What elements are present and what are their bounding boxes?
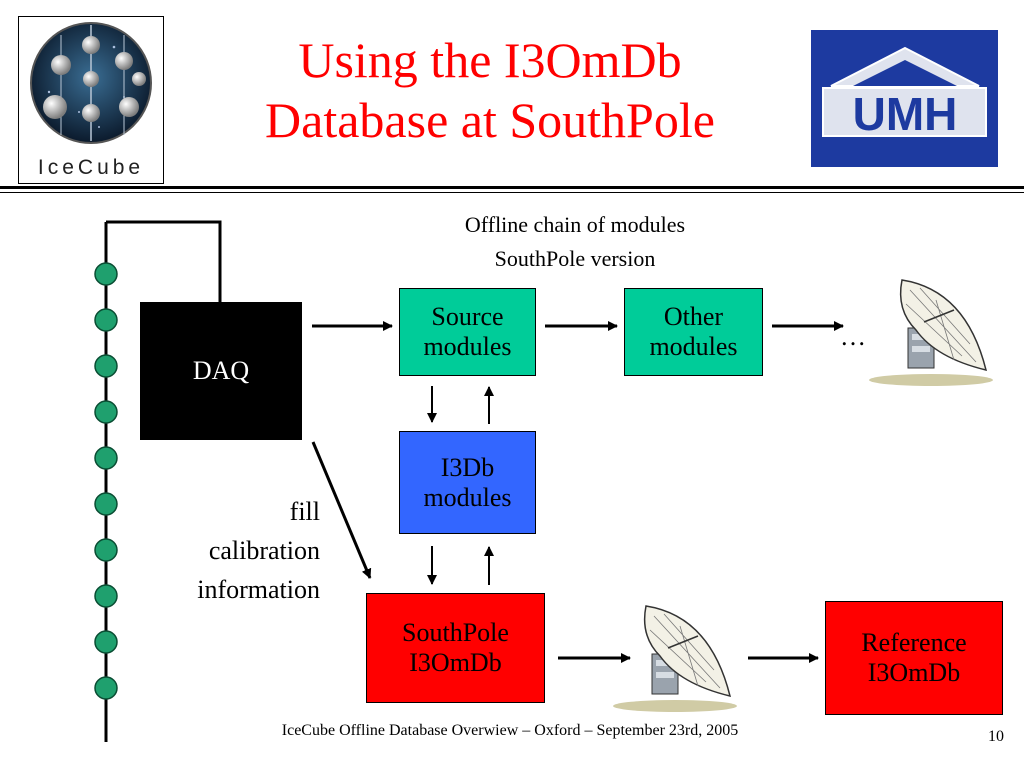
i3db-modules-box: I3Db modules [399, 431, 536, 534]
optical-module-icon [94, 354, 118, 378]
arrow-daq-fill-southpole [311, 441, 372, 579]
icecube-logo-icon: IceCube [30, 22, 152, 179]
fill-label-line-3: information [197, 575, 320, 604]
title-line-1: Using the I3OmDb [298, 32, 682, 88]
optical-module-icon [94, 400, 118, 424]
source-label-line-2: modules [423, 332, 512, 361]
header-rule-thin [0, 192, 1024, 193]
fill-label-line-1: fill [289, 497, 320, 526]
other-label-line-2: modules [649, 332, 738, 361]
optical-modules [94, 262, 118, 700]
title-line-2: Database at SouthPole [265, 92, 715, 148]
satellite-dish-icon [869, 279, 993, 386]
southpole-i3omdb-box: SouthPole I3OmDb [366, 593, 545, 703]
fill-calibration-label: fill calibration information [120, 492, 320, 609]
source-label-line-1: Source [431, 302, 504, 331]
fill-label-line-2: calibration [208, 536, 320, 565]
other-modules-box: Other modules [624, 288, 763, 376]
optical-module-icon [94, 492, 118, 516]
chain-label: Offline chain of modules SouthPole versi… [405, 208, 745, 276]
optical-module-icon [94, 446, 118, 470]
optical-module-icon [94, 262, 118, 286]
optical-module-icon [94, 676, 118, 700]
umh-logo-icon: UMH [822, 46, 987, 140]
optical-module-icon [94, 630, 118, 654]
string-to-daq-cable [106, 220, 222, 302]
page-number: 10 [988, 728, 1004, 745]
daq-box: DAQ [140, 302, 302, 440]
icecube-logo: IceCube [18, 16, 164, 184]
optical-module-icon [94, 584, 118, 608]
optical-module-icon [94, 308, 118, 332]
other-label-line-1: Other [663, 302, 724, 331]
optical-module-icon [94, 538, 118, 562]
header-rule [0, 186, 1024, 189]
slide-footer: IceCube Offline Database Overwiew – Oxfo… [281, 722, 739, 739]
southpole-label-line-1: SouthPole [402, 618, 509, 647]
icecube-logo-text: IceCube [38, 156, 144, 179]
source-modules-box: Source modules [399, 288, 536, 376]
i3db-label-line-2: modules [423, 482, 512, 512]
satellite-dish-icon [613, 605, 737, 712]
reference-i3omdb-box: Reference I3OmDb [825, 601, 1003, 715]
chain-label-line-2: SouthPole version [494, 246, 656, 271]
southpole-label-line-2: I3OmDb [409, 648, 502, 677]
umh-logo-text: UMH [853, 88, 958, 140]
chain-label-line-1: Offline chain of modules [464, 212, 686, 237]
slide-title: Using the I3OmDb Database at SouthPole [180, 30, 800, 150]
reference-label-line-2: I3OmDb [867, 658, 961, 687]
daq-label: DAQ [192, 356, 250, 385]
chain-continues-ellipsis: … [840, 322, 866, 351]
i3db-label-line-1: I3Db [440, 452, 495, 482]
reference-label-line-1: Reference [861, 628, 967, 657]
umh-logo: UMH [811, 30, 998, 167]
